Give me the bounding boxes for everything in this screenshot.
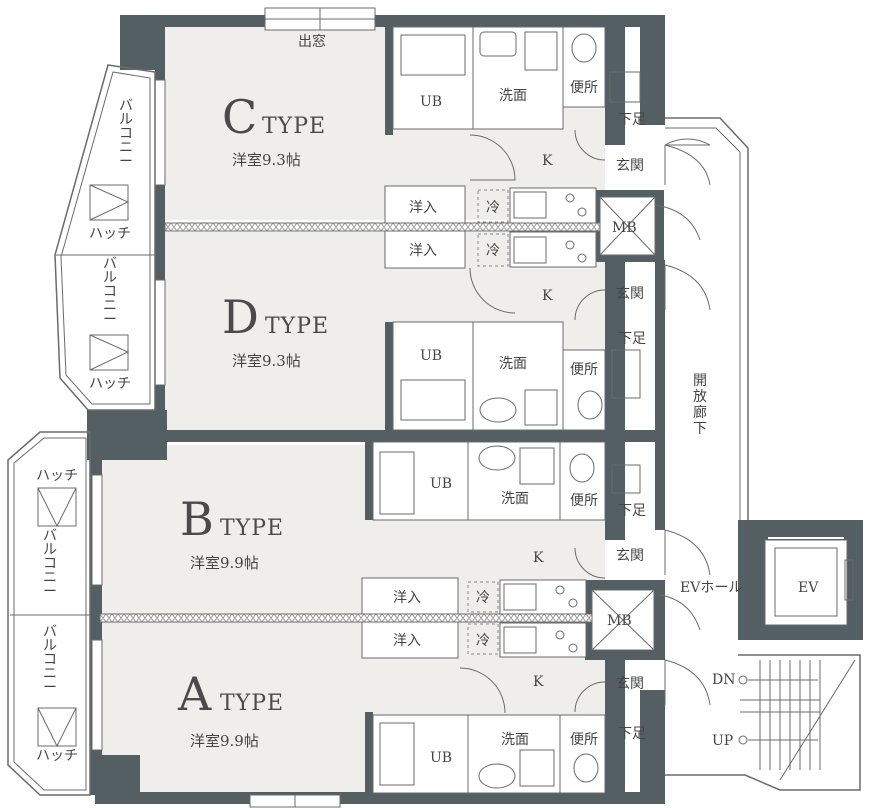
label-mb: MB xyxy=(612,220,637,236)
label-corridor: 開放廊下 xyxy=(693,373,707,437)
label-demado: 出窓 xyxy=(298,33,326,50)
label-senmen: 洗面 xyxy=(501,732,529,748)
label-balcony: バルコニー xyxy=(43,624,57,696)
unit-a-letter: A xyxy=(177,667,212,721)
label-yonyu: 洋入 xyxy=(393,633,421,649)
label-yonyu: 洋入 xyxy=(393,590,421,606)
hatch-icon xyxy=(89,334,130,371)
label-up: UP xyxy=(712,733,733,749)
label-balcony: バルコニー xyxy=(103,256,117,328)
label-rei: 冷 xyxy=(476,590,490,606)
mb-boxes xyxy=(591,196,656,651)
unit-a-type: TYPE xyxy=(220,691,284,716)
label-ub: UB xyxy=(420,348,442,364)
unit-a-room: 洋室9.9帖 xyxy=(190,732,259,750)
wet-areas xyxy=(372,26,641,794)
label-yonyu: 洋入 xyxy=(409,243,437,259)
hatch-icon xyxy=(37,487,77,528)
label-benjo: 便所 xyxy=(570,80,598,96)
unit-b-type: TYPE xyxy=(220,516,284,541)
label-hatch: ハッチ xyxy=(36,468,78,484)
label-benjo: 便所 xyxy=(570,732,598,748)
label-hatch: ハッチ xyxy=(36,748,78,764)
kitchens xyxy=(361,185,597,659)
label-shitaashi: 下足 xyxy=(618,112,646,128)
label-senmen: 洗面 xyxy=(501,491,529,507)
label-senmen: 洗面 xyxy=(499,88,527,104)
doors xyxy=(459,129,711,714)
label-k: K xyxy=(533,550,544,566)
label-genkan: 玄関 xyxy=(616,157,644,174)
label-k: K xyxy=(533,674,544,690)
label-hatch: ハッチ xyxy=(89,226,131,242)
label-mb: MB xyxy=(607,613,632,629)
label-rei: 冷 xyxy=(486,243,500,259)
label-benjo: 便所 xyxy=(570,362,598,378)
unit-d-room: 洋室9.3帖 xyxy=(232,352,301,370)
label-dn: DN xyxy=(712,672,735,688)
label-ev-hall: EVホール xyxy=(680,580,742,596)
common-areas xyxy=(665,117,861,791)
windows xyxy=(91,7,376,808)
label-k: K xyxy=(542,288,553,304)
label-shitaashi: 下足 xyxy=(618,331,646,347)
label-hatch: ハッチ xyxy=(89,376,131,392)
label-benjo: 便所 xyxy=(570,493,598,509)
unit-d-type: TYPE xyxy=(265,314,329,339)
label-k: K xyxy=(542,153,553,169)
unit-c-room: 洋室9.3帖 xyxy=(232,151,301,169)
label-rei: 冷 xyxy=(486,200,500,216)
hatch-icon xyxy=(37,707,77,748)
unit-b-letter: B xyxy=(180,492,214,546)
label-balcony: バルコニー xyxy=(119,98,133,170)
label-balcony: バルコニー xyxy=(43,528,57,600)
balconies xyxy=(7,64,156,796)
label-senmen: 洗面 xyxy=(499,356,527,372)
label-ub: UB xyxy=(430,476,452,492)
label-yonyu: 洋入 xyxy=(409,200,437,216)
label-shitaashi: 下足 xyxy=(618,503,646,519)
label-ub: UB xyxy=(420,94,442,110)
label-shitaashi: 下足 xyxy=(618,726,646,742)
label-genkan: 玄関 xyxy=(616,285,644,302)
unit-c-type: TYPE xyxy=(262,114,326,139)
unit-d-letter: D xyxy=(222,290,259,344)
label-genkan: 玄関 xyxy=(616,675,644,692)
label-ub: UB xyxy=(430,750,452,766)
unit-b-room: 洋室9.9帖 xyxy=(190,554,259,572)
label-rei: 冷 xyxy=(476,633,490,649)
label-ev: EV xyxy=(798,580,819,596)
unit-c-letter: C xyxy=(222,90,257,144)
hatch-icon xyxy=(89,184,130,221)
label-genkan: 玄関 xyxy=(616,547,644,564)
